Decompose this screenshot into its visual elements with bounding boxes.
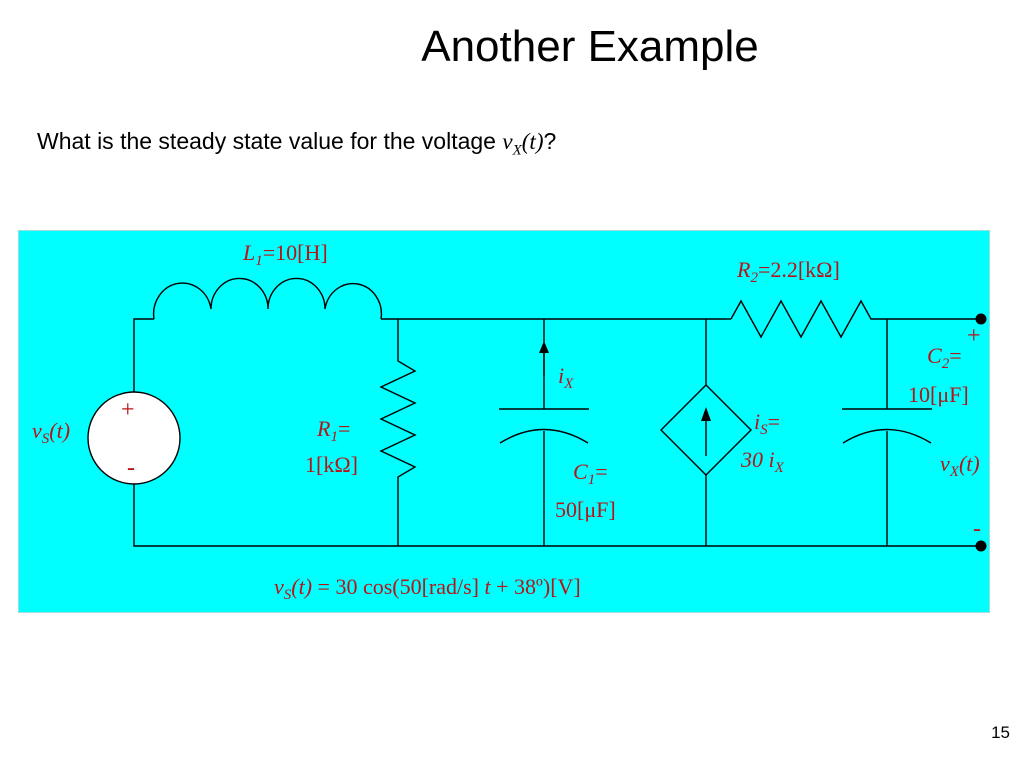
question-variable: vX(t) xyxy=(502,129,544,159)
label-C1-name: C1= xyxy=(573,459,608,488)
label-vS: vS(t) xyxy=(32,418,71,447)
label-vX: vX(t) xyxy=(940,451,980,480)
terminal-bottom xyxy=(975,540,987,552)
label-R1-value: 1[kΩ] xyxy=(305,452,359,477)
label-iX: iX xyxy=(558,363,574,392)
resistor-R1 xyxy=(379,319,417,546)
wire-left-bottom xyxy=(133,475,981,547)
label-iS: iS= xyxy=(754,409,781,438)
output-plus-sign: + xyxy=(967,323,981,349)
circuit-diagram: + - L1=10[H] R2=2.2[kΩ] R1= 1[kΩ] iX C1=… xyxy=(18,230,990,613)
label-C2-name: C2= xyxy=(927,343,962,372)
source-minus-sign: - xyxy=(127,455,135,481)
wire-left-top xyxy=(133,318,154,401)
question-text: What is the steady state value for the v… xyxy=(37,128,556,160)
circuit-schematic xyxy=(87,277,987,552)
label-L1: L1=10[H] xyxy=(243,240,328,269)
question-prefix: What is the steady state value for the v… xyxy=(37,128,503,154)
resistor-R2 xyxy=(730,299,981,339)
capacitor-C1-curve xyxy=(499,428,589,444)
ix-arrow-head xyxy=(539,341,549,353)
output-minus-sign: - xyxy=(973,516,981,542)
source-plus-sign: + xyxy=(121,397,135,423)
label-R2: R2=2.2[kΩ] xyxy=(737,257,840,286)
dependent-source-arrow-head xyxy=(701,407,711,421)
terminal-top xyxy=(975,313,987,325)
label-iS-expression: 30 iX xyxy=(741,447,784,476)
inductor-L1 xyxy=(152,277,383,320)
source-equation: vS(t) = 30 cos(50[rad/s] t + 38º)[V] xyxy=(274,574,581,603)
voltage-source-vS xyxy=(87,391,181,485)
label-C1-value: 50[μF] xyxy=(555,497,616,522)
page-number: 15 xyxy=(991,723,1010,742)
question-mark: ? xyxy=(543,128,557,154)
label-R1-name: R1= xyxy=(317,416,351,445)
label-C2-value: 10[μF] xyxy=(908,382,969,407)
capacitor-C2-curve xyxy=(842,428,932,444)
slide-title: Another Example xyxy=(421,22,759,71)
